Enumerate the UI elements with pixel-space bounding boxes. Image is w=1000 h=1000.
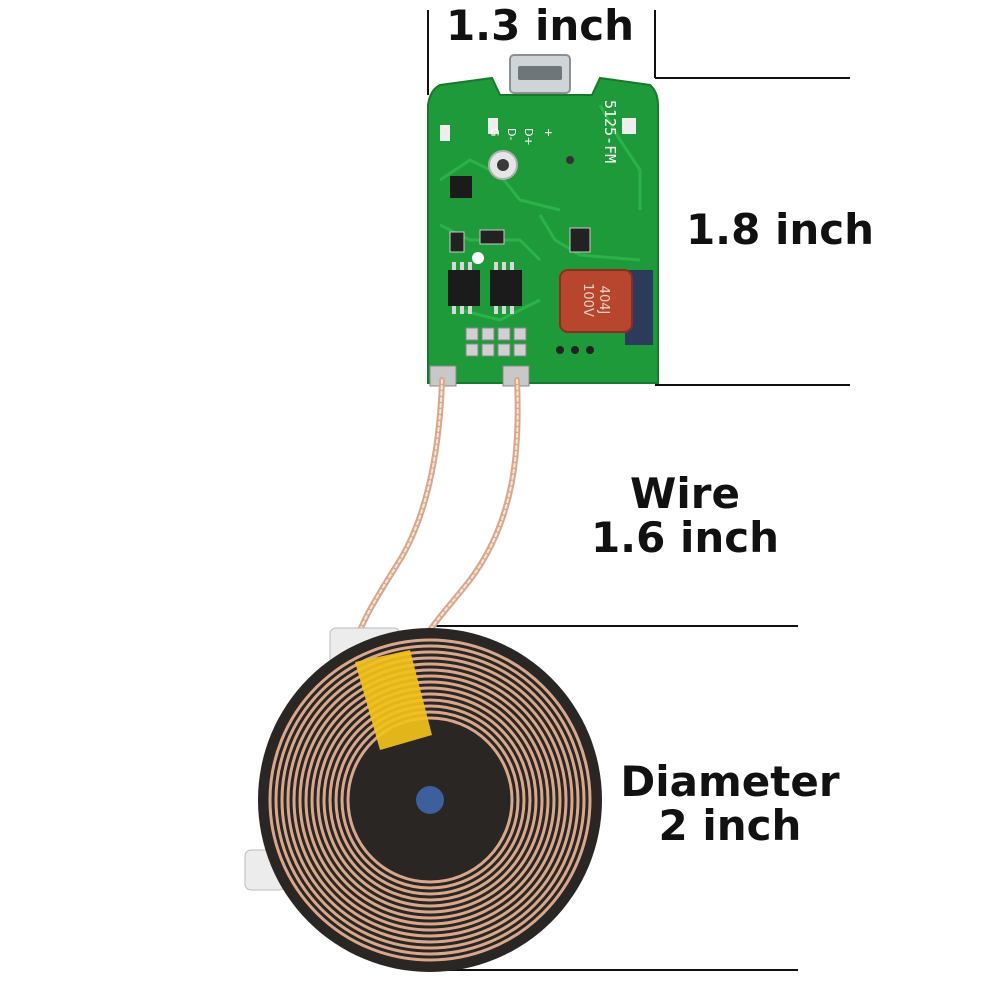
coil-winding <box>310 680 550 920</box>
mosfet-chip-2 <box>490 270 522 306</box>
charging-coil <box>244 627 602 972</box>
pin-label-g: G <box>488 128 501 137</box>
coil-winding <box>322 692 538 908</box>
diameter-value: 2 inch <box>658 801 802 851</box>
pin-label-dminus: D- <box>505 128 518 140</box>
coil-winding <box>304 674 556 926</box>
coil-winding <box>316 686 544 914</box>
pcb-board: 404J 100V 5125-FM G D- D+ + <box>427 54 659 387</box>
coil-winding <box>334 704 526 896</box>
wire-length-label: Wire 1.6 inch <box>560 469 810 563</box>
diameter-title: Diameter <box>620 757 840 806</box>
coil-winding <box>280 650 580 950</box>
pin-label-dplus: D+ <box>522 128 535 146</box>
coil-winding <box>340 710 520 890</box>
wire-length-value: 1.6 inch <box>590 513 780 563</box>
coil-winding <box>298 668 562 932</box>
coil-winding <box>274 644 586 956</box>
coil-winding <box>346 716 514 884</box>
coil-diameter-label: Diameter 2 inch <box>600 757 860 851</box>
ic-chip <box>450 176 472 198</box>
board-width-label: 1.3 inch <box>445 1 635 50</box>
capacitor-voltage: 100V <box>580 283 595 317</box>
board-height-label: 1.8 inch <box>685 205 875 254</box>
board-silkscreen: 5125-FM <box>601 100 619 163</box>
coil-winding <box>268 638 592 962</box>
coil-winding <box>292 662 568 938</box>
center-sensor <box>416 786 444 814</box>
pin-label-plus: + <box>542 128 555 137</box>
film-capacitor <box>559 269 633 333</box>
wire-title: Wire <box>630 469 740 518</box>
coil-winding <box>328 698 532 902</box>
coil-wires <box>347 377 521 668</box>
dimension-lines <box>425 10 850 971</box>
coil-winding <box>286 656 574 944</box>
mosfet-chip-1 <box>448 270 480 306</box>
capacitor-code: 404J <box>596 286 611 315</box>
yellow-tape <box>355 650 432 750</box>
